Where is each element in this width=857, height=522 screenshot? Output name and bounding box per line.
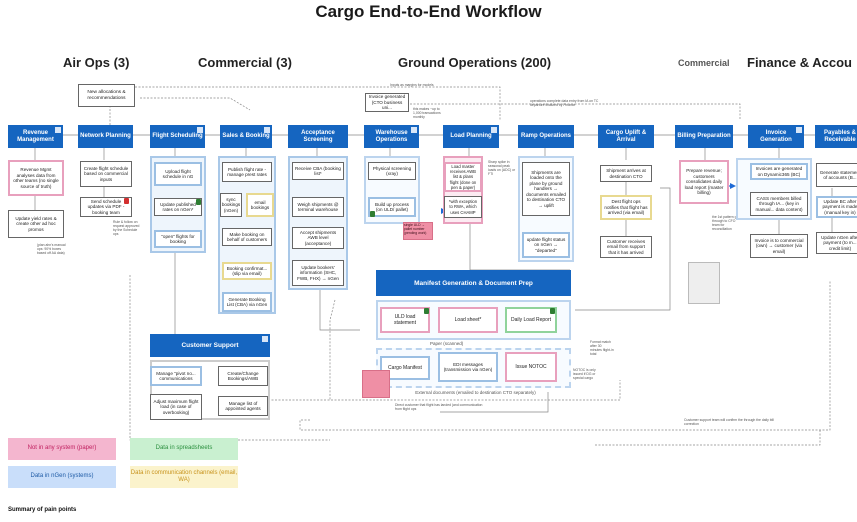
- info-icon: [411, 127, 417, 133]
- header-sales-booking[interactable]: Sales & Booking: [220, 125, 272, 148]
- update-bookers-note: Update bookers' information (SHC, FWB, F…: [292, 260, 344, 286]
- header-network-planning[interactable]: Network Planning: [78, 125, 133, 148]
- section-commercial-small: Commercial: [678, 58, 730, 68]
- external-docs-label: External documents (emailed to destinati…: [415, 390, 536, 395]
- schedule-side-note: Rule & follow on request approved by the…: [113, 220, 140, 237]
- transactions-note: this makes ~up to 1,000 transactions mon…: [413, 107, 441, 120]
- header-flight-scheduling[interactable]: Flight Scheduling: [150, 125, 205, 148]
- daily-load-report: Daily Load Report: [505, 307, 557, 333]
- section-finance: Finance & Accou: [747, 55, 852, 70]
- pain-points-title: Summary of pain points: [8, 507, 77, 513]
- create-schedule-note: Create flight schedule based on commerci…: [80, 161, 132, 187]
- info-icon: [264, 127, 270, 133]
- shipment-arrives-note: Shipment arrives at destination CTO: [600, 165, 652, 182]
- receive-cba-note: Receive CBA (booking list*: [292, 162, 344, 180]
- page-title: Cargo End-to-End Workflow: [315, 2, 542, 21]
- printout-thumbnail: [688, 262, 720, 304]
- update-bc-note: Update BC after payment is made (manual …: [816, 196, 857, 218]
- manage-pivot-note: Manage "pivot no... communications: [150, 366, 202, 386]
- section-commercial: Commercial (3): [198, 55, 292, 70]
- info-icon: [55, 127, 61, 133]
- physical-screening-note: Physical screening (xray): [368, 162, 416, 180]
- booking-behalf-note: Make booking on behalf of customers: [222, 228, 272, 246]
- update-ngen-note: Update nGen after payment (to m... credi…: [816, 232, 857, 254]
- update-yield-note: Update yield rates & create other ad hoc…: [8, 210, 64, 238]
- publish-rate-note: Publish flight rate - manage prest rates: [222, 162, 272, 182]
- notoc-side-note: NOTOC is only issued if DG or special ca…: [573, 368, 596, 381]
- header-billing-preparation[interactable]: Billing Preparation: [675, 125, 733, 148]
- adjust-flight-load-note: Adjust maximum flight load (in case of o…: [150, 394, 202, 420]
- legend-ngen: Data in nGen (systems): [8, 466, 116, 488]
- create-change-bookings-note: Create/Change Bookings/AWB: [218, 366, 268, 386]
- billing-side-note: the 1st pattern goes through to CFO team…: [712, 215, 742, 232]
- paper-scanned-label: Paper (scanned): [430, 341, 464, 346]
- update-rates-note: Update published rates on nGen*: [154, 198, 202, 216]
- customer-support-confirm-note: Customer support team will confirm the t…: [684, 418, 774, 427]
- revenue-analysis-note: Revenue Mgmt analyses data from other te…: [8, 160, 64, 196]
- build-up-note: Build up process (on ULD/ pallet): [368, 197, 416, 217]
- issue-notoc: Issue NOTOC: [505, 352, 557, 382]
- send-schedule-note: Send schedule updates via PDF - booking …: [80, 197, 132, 217]
- update-flight-status-note: update flight status on nGen → "departed…: [522, 232, 570, 258]
- legend-comms: Data in communication channels (email, W…: [130, 466, 238, 488]
- invoice-commercial-note: Invoice is to commercial (own) → custome…: [750, 234, 808, 258]
- email-bookings-note: email bookings: [246, 193, 274, 217]
- uld-load-statement: ULD load statement: [380, 307, 430, 333]
- sheet-icon: [550, 308, 555, 314]
- generate-booking-list-note: Generate Booking List (CBA) via nGen: [222, 292, 272, 312]
- info-icon: [491, 127, 497, 133]
- load-master-note: Load master receives AWB list & plans fl…: [444, 162, 482, 192]
- header-warehouse-operations[interactable]: Warehouse Operations: [364, 125, 419, 148]
- section-air-ops: Air Ops (3): [63, 55, 130, 70]
- direct-customer-note: Direct customer that flight has landed (…: [395, 403, 483, 412]
- header-acceptance-screening[interactable]: Acceptance Screening: [288, 125, 348, 148]
- rwa-exception-note: *with exception to RWA, which uses CHAMP: [444, 196, 482, 218]
- new-allocations-note: New allocations & recommendations: [78, 84, 135, 107]
- header-cargo-uplift[interactable]: Cargo Uplift & Arrival: [598, 125, 654, 148]
- shipments-loaded-note: Shipments are loaded onto the plane by g…: [522, 162, 570, 216]
- uld-sticky-note: single ULD → pallet number (pending work…: [403, 222, 433, 240]
- cass-members-note: CASS members billed through IA... (key i…: [750, 192, 808, 216]
- sheet-icon: [370, 211, 375, 217]
- statement-accounts-note: Generate statement of accounts (B...: [816, 163, 857, 187]
- load-planning-side-note: Sharp spike in seasonal peak loads on (A…: [488, 160, 516, 177]
- dest-ops-note: Dest flight ops notifies that flight has…: [600, 195, 652, 220]
- legend-paper: Not in any system (paper): [8, 438, 116, 460]
- revenue-side-note: (plan ahn's manual ops: 90% boxes based …: [37, 243, 66, 256]
- customer-support-header[interactable]: Customer Support: [150, 334, 270, 357]
- pink-sticky-note: [362, 370, 390, 398]
- legend-spreadsheets: Data in spreadsheets: [130, 438, 238, 460]
- edi-messages: EDI messages (transmission via nGen): [438, 352, 498, 382]
- open-flights-note: "open" flights for booking: [154, 230, 202, 248]
- customer-receives-note: Customer receives email from support tha…: [600, 236, 652, 258]
- header-invoice-generation[interactable]: Invoice Generation: [748, 125, 804, 148]
- section-ground-ops: Ground Operations (200): [398, 55, 552, 70]
- weigh-shipments-note: Weigh shipments @ terminal warehouse: [292, 197, 344, 217]
- info-icon: [262, 336, 268, 342]
- header-ramp-operations[interactable]: Ramp Operations: [518, 125, 574, 148]
- header-load-planning[interactable]: Load Planning: [443, 125, 499, 148]
- inputs-margin-note: Inputs as margins for models: [390, 83, 434, 87]
- format-side-note: Format match after 30 minutes flight-in …: [590, 340, 614, 357]
- upload-schedule-note: Upload flight schedule in nG: [154, 162, 202, 186]
- info-icon: [197, 127, 203, 133]
- header-payables-receivable[interactable]: Payables & Receivable: [815, 125, 857, 148]
- prepare-revenue-note: Prepare revenue; customers consolidates …: [679, 160, 729, 204]
- sync-bookings-note: sync bookings (nGen): [220, 193, 242, 217]
- info-icon: [796, 127, 802, 133]
- accept-shipments-note: Accept shipments AWB level (acceptance): [292, 227, 344, 249]
- manifest-title-bar[interactable]: Manifest Generation & Document Prep: [376, 270, 571, 296]
- sheet-icon: [424, 308, 429, 314]
- manage-agents-note: Manage list of appointed agents: [218, 396, 268, 416]
- pdf-icon: [124, 198, 129, 204]
- ops-complete-note: operations complete data entry from IA o…: [530, 99, 599, 108]
- load-sheet: Load sheet*: [438, 307, 498, 333]
- invoices-generated-note: Invoices are generated on Dynamic365 (BC…: [750, 163, 808, 180]
- booking-confirmation-note: Booking confirmat... (slip via email): [222, 262, 272, 280]
- header-revenue-management[interactable]: Revenue Management: [8, 125, 63, 148]
- sheet-icon: [196, 199, 201, 205]
- invoice-generated-note: Invoice generated (CTO business uni...: [365, 93, 409, 112]
